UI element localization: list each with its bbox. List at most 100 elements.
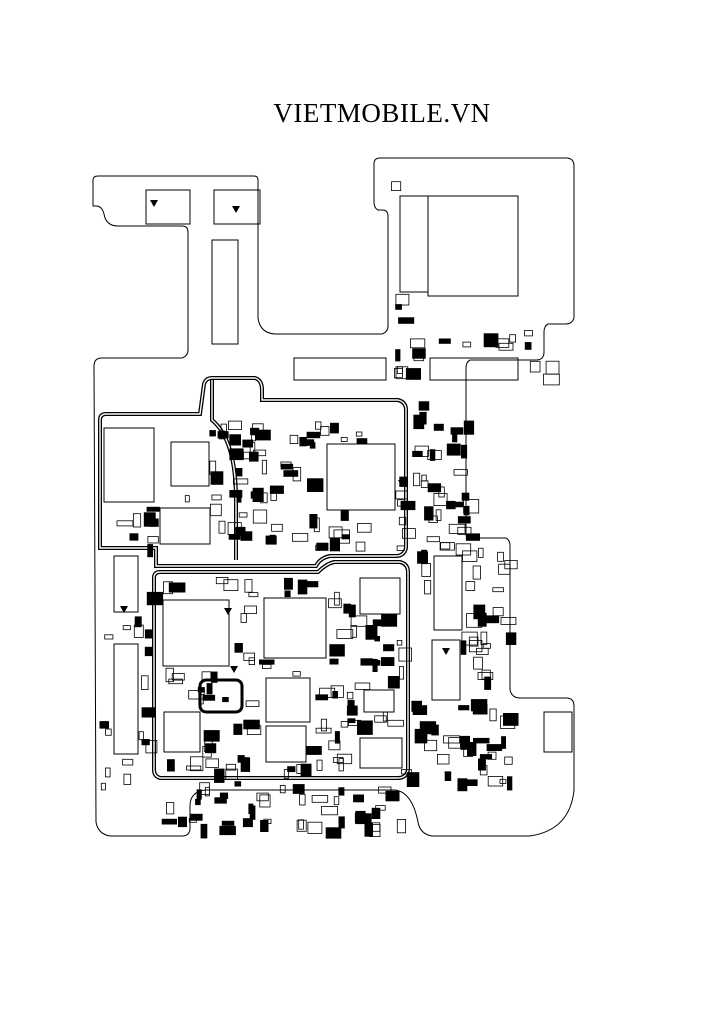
ic-chip <box>113 555 139 613</box>
smd-component <box>501 736 506 749</box>
smd-component <box>405 368 421 380</box>
smd-component <box>395 490 408 500</box>
smd-component <box>233 723 243 735</box>
smd-component <box>232 478 249 485</box>
smd-component <box>543 373 560 386</box>
smd-component <box>165 667 174 683</box>
shield-frame-small <box>198 678 244 714</box>
smd-component <box>196 789 202 800</box>
smd-component <box>356 438 368 444</box>
smd-component <box>375 805 386 811</box>
smd-component <box>426 536 440 543</box>
smd-component <box>321 806 338 816</box>
smd-component <box>235 467 243 477</box>
smd-component <box>248 592 259 598</box>
smd-component <box>116 520 134 527</box>
smd-component <box>460 744 470 750</box>
board-outline <box>92 157 575 837</box>
smd-component <box>289 434 299 444</box>
smd-component <box>209 430 216 437</box>
smd-component <box>357 523 372 533</box>
smd-component <box>421 549 428 565</box>
smd-component <box>306 581 319 588</box>
smd-component <box>466 779 478 786</box>
smd-component <box>505 632 517 645</box>
smd-component <box>374 636 380 642</box>
smd-component <box>483 615 500 624</box>
ic-chip <box>170 441 210 487</box>
smd-component <box>545 360 560 375</box>
smd-component <box>309 514 318 529</box>
smd-component <box>122 758 134 766</box>
smd-component <box>468 640 483 653</box>
smd-component <box>334 731 340 744</box>
smd-component <box>309 442 316 449</box>
smd-component <box>498 342 514 351</box>
smd-component <box>413 353 425 362</box>
smd-component <box>243 652 256 661</box>
smd-component <box>401 769 412 775</box>
smd-component <box>487 776 504 787</box>
smd-component <box>443 735 461 744</box>
smd-component <box>261 459 267 475</box>
smd-component <box>428 515 438 523</box>
smd-component <box>202 746 212 758</box>
smd-component <box>529 360 541 373</box>
smd-component <box>307 821 323 834</box>
smd-component <box>477 672 494 680</box>
smd-component <box>189 756 204 772</box>
smd-component <box>195 798 201 806</box>
smd-component <box>504 756 513 765</box>
smd-component <box>297 579 308 595</box>
smd-component <box>340 437 348 442</box>
smd-component <box>210 471 224 485</box>
smd-component <box>227 420 242 431</box>
smd-component <box>246 725 262 736</box>
smd-component <box>129 533 139 541</box>
smd-component <box>206 683 213 695</box>
smd-component <box>243 719 260 730</box>
components <box>99 181 573 839</box>
smd-component <box>338 758 344 772</box>
smd-component <box>306 746 322 755</box>
smd-component <box>238 512 248 518</box>
smd-component <box>461 631 478 646</box>
smd-component <box>418 401 430 411</box>
smd-component <box>509 334 517 343</box>
smd-component <box>242 439 254 448</box>
smd-component <box>166 759 175 772</box>
smd-component <box>524 329 533 337</box>
ic-chip <box>543 711 573 753</box>
shield-frame-gap <box>99 377 407 567</box>
smd-component <box>242 818 253 828</box>
smd-component <box>225 763 237 771</box>
smd-component <box>333 796 340 806</box>
smd-component <box>332 757 344 763</box>
smd-component <box>340 721 349 728</box>
smd-component <box>221 820 235 826</box>
smd-component <box>484 676 492 690</box>
smd-component <box>476 647 489 655</box>
smd-component <box>398 516 407 526</box>
smd-component <box>240 757 251 772</box>
smd-component <box>424 739 438 752</box>
smd-component <box>189 813 203 821</box>
smd-component <box>315 544 321 551</box>
smd-component <box>472 737 490 744</box>
smd-component <box>214 797 227 804</box>
smd-component <box>313 517 320 533</box>
ic-chip <box>431 639 461 701</box>
smd-component <box>438 486 445 498</box>
smd-component <box>378 786 392 794</box>
pin1-marker <box>398 480 406 487</box>
ic-chip <box>293 357 387 381</box>
smd-component <box>473 656 483 670</box>
smd-component <box>228 534 241 540</box>
smd-component <box>210 671 218 683</box>
smd-component <box>446 500 456 510</box>
smd-component <box>477 758 486 771</box>
smd-component <box>413 472 421 487</box>
smd-component <box>168 678 183 685</box>
smd-component <box>248 803 254 815</box>
